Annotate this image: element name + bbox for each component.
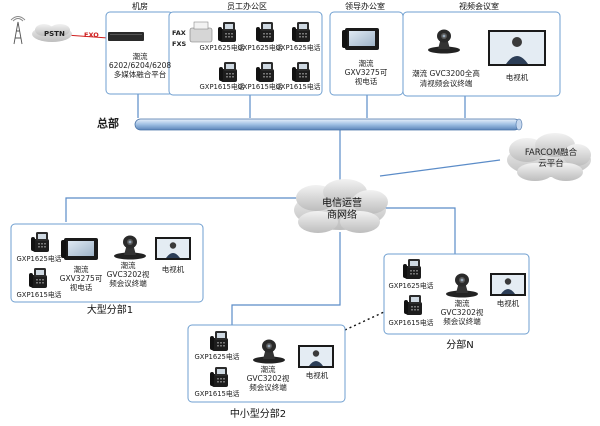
fax-label: FAX — [172, 29, 186, 37]
leader-phone-line1: 潮流 — [358, 59, 374, 68]
branch1-label: 大型分部1 — [86, 305, 134, 316]
hq-label: 总部 — [97, 117, 119, 130]
radio-tower-icon — [10, 16, 26, 45]
staff-phone-label-3: GXP1625电话 — [275, 44, 321, 52]
staff-phone-label-1: GXP1625电话 — [199, 44, 245, 52]
b1-terminal-line1: 潮流 — [120, 261, 136, 270]
b1-video-phone — [61, 238, 98, 260]
leader-video-phone — [342, 28, 379, 50]
pstn-label: PSTN — [44, 30, 65, 38]
b2-terminal-line1: 潮流 — [260, 365, 276, 374]
server-device-line1: 潮流 — [132, 52, 148, 61]
meeting-tv — [488, 30, 546, 66]
b1-tv — [155, 237, 191, 260]
b2-terminal-line3: 频会议终端 — [249, 383, 287, 392]
server-device-line3: 多媒体融合平台 — [113, 70, 167, 79]
b1-tv-label: 电视机 — [161, 265, 185, 274]
b1-phone-1615-label: GXP1615电话 — [16, 291, 62, 299]
farcom-line1: FARCOM融合 — [524, 148, 578, 158]
meeting-terminal-line2: 清视频会议终端 — [419, 79, 473, 88]
b2-tv-label: 电视机 — [305, 371, 329, 380]
b1-terminal-line2: GVC3202视 — [106, 270, 150, 279]
b1-video-phone-line3: 视电话 — [69, 283, 93, 292]
b1-video-phone-line1: 潮流 — [73, 265, 89, 274]
carrier-network-line1: 电信运营 — [322, 198, 362, 209]
more-branches-dotted — [344, 311, 385, 331]
farcom-cloud-platform — [507, 133, 591, 181]
meeting-terminal-line1: 潮流 GVC3200全高 — [412, 69, 480, 78]
bN-terminal-line2: GVC3202视 — [440, 308, 484, 317]
b2-phone-1615-label: GXP1615电话 — [194, 390, 240, 398]
hq-backbone-bus — [134, 118, 521, 131]
staff-phone-label-4: GXP1615电话 — [199, 83, 245, 91]
bN-tv — [490, 273, 526, 296]
b1-video-phone-line2: GXV3275可 — [59, 274, 103, 283]
staff-phone-label-2: GXP1625电话 — [237, 44, 283, 52]
b2-tv — [298, 345, 334, 368]
b2-terminal-line2: GVC3202视 — [246, 374, 290, 383]
carrier-network-cloud — [294, 179, 388, 233]
staff-phone-label-5: GXP1615电话 — [237, 83, 283, 91]
carrier-network-line2: 商网络 — [327, 210, 357, 221]
room-title-staff: 员工办公区 — [227, 2, 267, 11]
room-title-meeting: 视频会议室 — [459, 2, 499, 11]
b1-terminal-line3: 频会议终端 — [109, 279, 147, 288]
branch2-label: 中小型分部2 — [229, 409, 287, 420]
branchN-label: 分部N — [446, 340, 474, 351]
bN-phone-1625-label: GXP1625电话 — [388, 282, 434, 290]
room-title-leader: 领导办公室 — [345, 2, 385, 11]
fxs-label: FXS — [172, 40, 187, 48]
fxo-label: FXO — [84, 31, 99, 39]
pstn-cloud — [32, 24, 72, 42]
room-title-server: 机房 — [132, 2, 148, 11]
leader-phone-line2: GXV3275可 — [344, 68, 388, 77]
staff-phone-label-6: GXP1615电话 — [275, 83, 321, 91]
bN-terminal-line1: 潮流 — [454, 299, 470, 308]
b1-phone-1625-label: GXP1625电话 — [16, 255, 62, 263]
b2-phone-1625-label: GXP1625电话 — [194, 353, 240, 361]
bN-terminal-line3: 频会议终端 — [443, 317, 481, 326]
leader-phone-line3: 视电话 — [354, 77, 378, 86]
bN-tv-label: 电视机 — [496, 299, 520, 308]
meeting-tv-label: 电视机 — [505, 73, 529, 82]
fax-machine-icon — [189, 21, 213, 43]
bN-phone-1615-label: GXP1615电话 — [388, 319, 434, 327]
server-device-line2: 6202/6204/6208 — [108, 61, 172, 70]
fusion-platform-device — [108, 32, 144, 41]
farcom-line2: 云平台 — [538, 159, 564, 169]
